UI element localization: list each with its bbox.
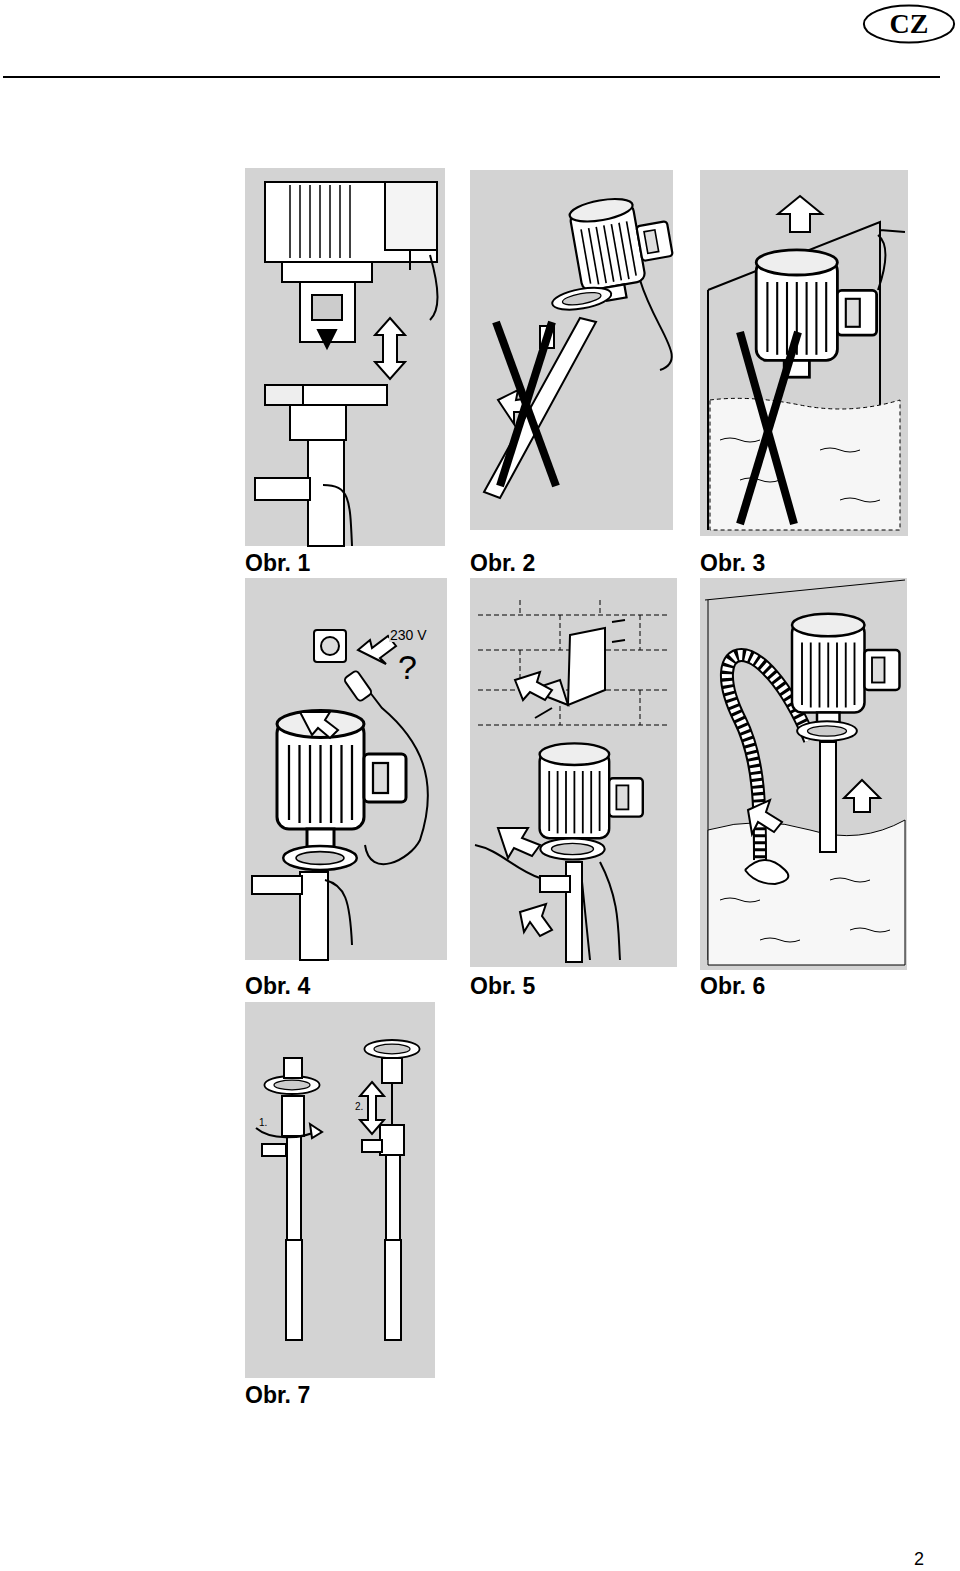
figure-label: Obr. 2	[470, 552, 535, 575]
page-number: 2	[914, 1550, 924, 1568]
question-mark: ?	[397, 650, 418, 684]
badge-text: CZ	[890, 10, 929, 38]
step-number: 1.	[258, 1118, 268, 1128]
figure-label: Obr. 5	[470, 975, 535, 998]
step-number: 2.	[354, 1102, 364, 1112]
figure-label: Obr. 4	[245, 975, 310, 998]
figure-label: Obr. 1	[245, 552, 310, 575]
voltage-label: 230 V	[389, 628, 428, 642]
figure-label: Obr. 6	[700, 975, 765, 998]
language-badge: CZ	[862, 4, 956, 44]
figure-label: Obr. 3	[700, 552, 765, 575]
figure-label: Obr. 7	[245, 1384, 310, 1407]
